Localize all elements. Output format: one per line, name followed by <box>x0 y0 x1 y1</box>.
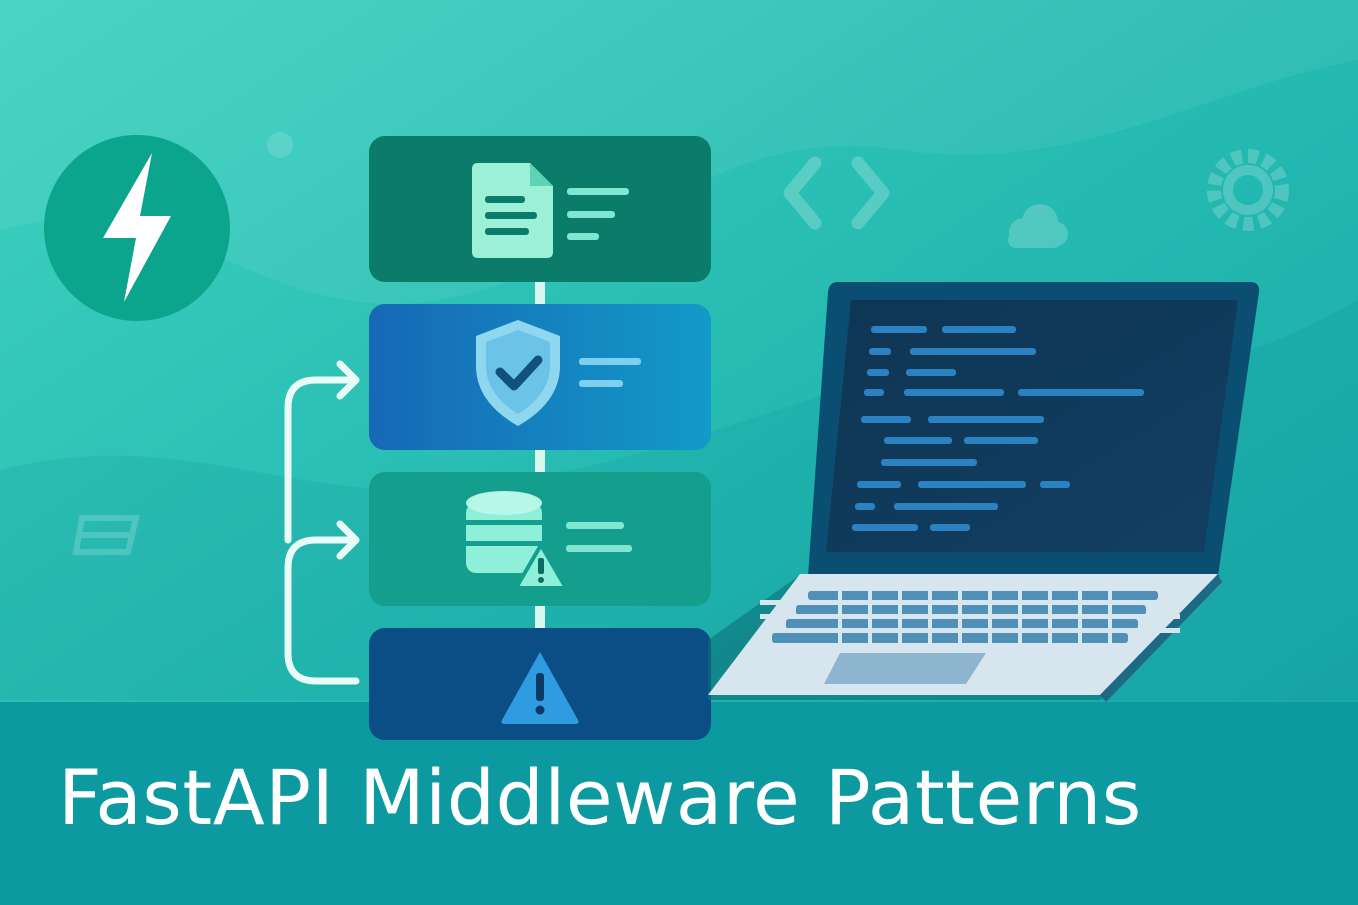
text-lines <box>567 188 629 240</box>
document-icon <box>472 163 553 258</box>
gear-icon <box>1207 149 1289 231</box>
loop-arrows <box>284 360 360 685</box>
code-lines <box>852 326 1144 531</box>
shield-check-icon <box>476 320 560 426</box>
cloud-icon <box>1008 204 1068 248</box>
laptop <box>708 282 1260 702</box>
trackpad <box>824 653 986 684</box>
text-lines <box>579 358 641 387</box>
arrow-head-icon <box>336 520 360 560</box>
key-gaps <box>760 590 1180 646</box>
decor-dot <box>267 132 293 158</box>
code-brackets-icon <box>783 156 890 230</box>
database-warning-icon <box>466 491 568 590</box>
laptop-screen <box>826 300 1238 552</box>
warning-triangle-icon <box>501 652 579 724</box>
arrow-head-icon <box>336 360 360 400</box>
lightning-bolt-icon <box>103 153 171 302</box>
decor-badge-icon <box>72 515 140 555</box>
laptop-base-edge <box>1100 574 1222 702</box>
page-title: FastAPI Middleware Patterns <box>58 753 1142 842</box>
text-lines <box>566 522 632 552</box>
pipeline-connector <box>535 270 545 660</box>
